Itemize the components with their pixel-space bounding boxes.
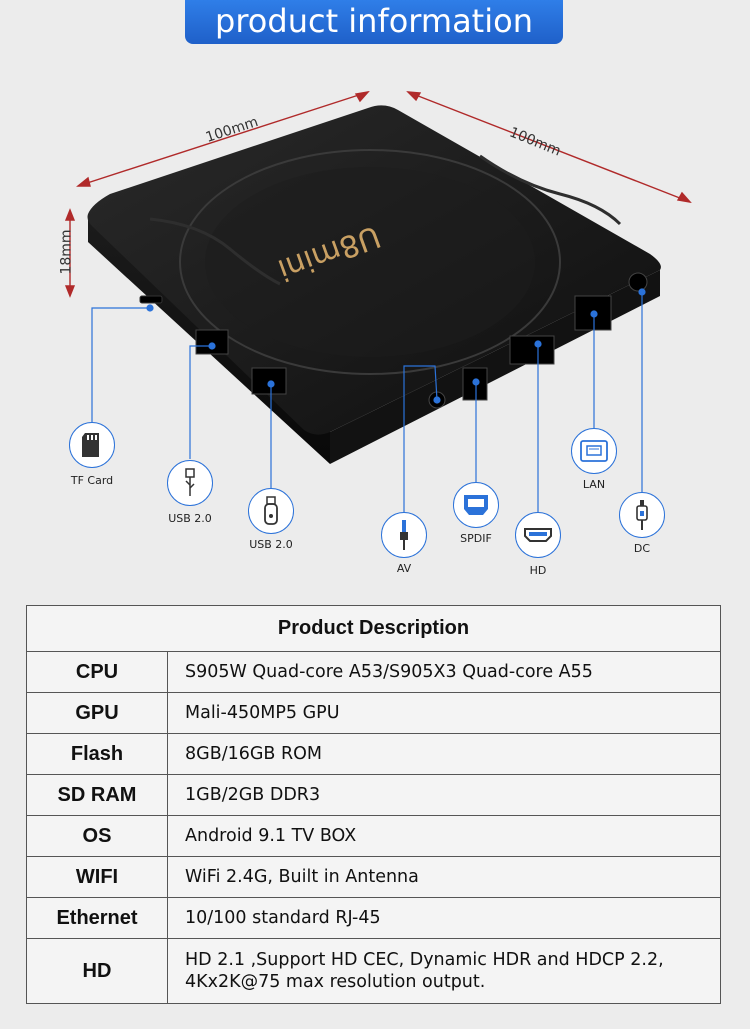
- spec-value: 10/100 standard RJ-45: [167, 897, 721, 939]
- ethernet-icon: [571, 428, 617, 474]
- spec-key: Ethernet: [26, 897, 168, 939]
- table-row: Ethernet 10/100 standard RJ-45: [26, 897, 721, 939]
- sd-card-icon: [69, 422, 115, 468]
- table-row: CPU S905W Quad-core A53/S905X3 Quad-core…: [26, 651, 721, 693]
- table-row: OS Android 9.1 TV BOX: [26, 815, 721, 857]
- device-drawing: U8mini: [64, 90, 692, 514]
- table-row: WIFI WiFi 2.4G, Built in Antenna: [26, 856, 721, 898]
- port-label-usb-2: USB 2.0: [249, 538, 293, 551]
- spec-value-line-2: 4Kx2K@75 max resolution output.: [185, 972, 486, 992]
- spec-value-line-1: HD 2.1 ,Support HD CEC, Dynamic HDR and …: [185, 950, 664, 970]
- table-row: SD RAM 1GB/2GB DDR3: [26, 774, 721, 816]
- usb-stick-icon: [248, 488, 294, 534]
- dimension-height: 18mm: [58, 229, 75, 275]
- spec-key: WIFI: [26, 856, 168, 898]
- port-label-lan: LAN: [582, 478, 606, 491]
- spec-value: Mali-450MP5 GPU: [167, 692, 721, 734]
- spec-value: S905W Quad-core A53/S905X3 Quad-core A55: [167, 651, 721, 693]
- table-row: Flash 8GB/16GB ROM: [26, 733, 721, 775]
- spec-key: SD RAM: [26, 774, 168, 816]
- dc-power-icon: [619, 492, 665, 538]
- spec-value: 8GB/16GB ROM: [167, 733, 721, 775]
- spec-table: Product Description CPU S905W Quad-core …: [26, 605, 721, 1004]
- product-illustration: U8mini 100mm 10: [0, 44, 750, 604]
- spec-value: WiFi 2.4G, Built in Antenna: [167, 856, 721, 898]
- port-label-usb-1: USB 2.0: [168, 512, 212, 525]
- spec-key: OS: [26, 815, 168, 857]
- spec-key: Flash: [26, 733, 168, 775]
- spec-key: HD: [26, 938, 168, 1004]
- spec-key: CPU: [26, 651, 168, 693]
- spec-value: 1GB/2GB DDR3: [167, 774, 721, 816]
- optical-port-icon: [453, 482, 499, 528]
- spec-value: HD 2.1 ,Support HD CEC, Dynamic HDR and …: [167, 938, 721, 1004]
- spec-key: GPU: [26, 692, 168, 734]
- port-label-hd: HD: [529, 564, 547, 577]
- spec-table-title: Product Description: [26, 605, 721, 652]
- table-row: HD HD 2.1 ,Support HD CEC, Dynamic HDR a…: [26, 938, 721, 1004]
- audio-jack-icon: [381, 512, 427, 558]
- usb-icon: [167, 460, 213, 506]
- hdmi-icon: [515, 512, 561, 558]
- dimension-arrows: [64, 90, 692, 298]
- table-row: GPU Mali-450MP5 GPU: [26, 692, 721, 734]
- port-label-av: AV: [396, 562, 412, 575]
- port-label-dc: DC: [633, 542, 651, 555]
- port-label-spdif: SPDIF: [460, 532, 492, 545]
- banner-title: product information: [185, 0, 563, 44]
- port-label-tf-card: TF Card: [70, 474, 114, 487]
- spec-value: Android 9.1 TV BOX: [167, 815, 721, 857]
